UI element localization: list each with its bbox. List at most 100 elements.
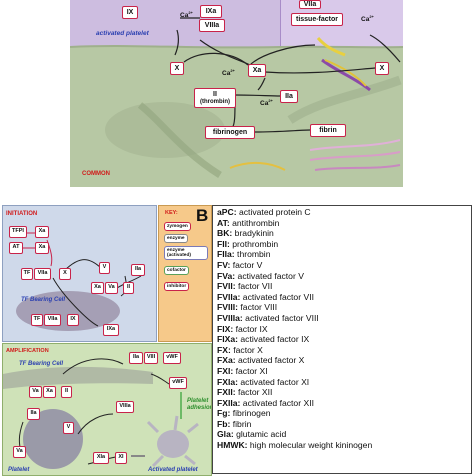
abbreviation-term: FVIIIa: <box>217 312 243 323</box>
init-xa-2: Xa <box>35 242 49 254</box>
abbreviation-term: FXIa: <box>217 376 239 387</box>
init-ii: II <box>123 282 134 294</box>
abbreviation-row: HMWK: high molecular weight kininogen <box>217 440 471 451</box>
abbreviation-row: FXIa: activated factor XI <box>217 377 471 388</box>
key-items: zymogen enzyme enzyme (activated) cofact… <box>164 222 208 302</box>
abbreviation-definition: activated protein C <box>236 207 311 217</box>
abbreviation-term: FVIII: <box>217 302 239 313</box>
abbreviation-definition: activated factor XII <box>240 397 314 408</box>
abbreviation-definition: activated factor X <box>235 355 305 366</box>
fibrin: fibrin <box>310 124 346 137</box>
abbreviation-definition: factor V <box>230 259 263 270</box>
factor-x-left: X <box>170 62 184 75</box>
init-viia: VIIa <box>34 268 51 280</box>
factor-viia: VIIa <box>299 0 321 9</box>
platelet-label: Platelet <box>8 467 30 473</box>
amp-xi: XI <box>115 452 127 464</box>
key-panel: KEY: zymogen enzyme enzyme (activated) c… <box>158 205 212 342</box>
ca-ion-3: Ca2+ <box>222 68 235 78</box>
key-zymogen: zymogen <box>164 222 191 231</box>
amp-viiia: VIIIa <box>116 401 134 413</box>
activated-platelet-label-b: Activated platelet <box>148 467 198 473</box>
amp-viii: VIII <box>144 352 158 364</box>
factor-iia: IIa <box>280 90 298 103</box>
abbreviation-definition: fibrinogen <box>230 408 271 419</box>
panel-b-letter: B <box>196 206 209 225</box>
abbreviation-row: FX: factor X <box>217 345 471 356</box>
amp-iia-2: IIa <box>27 408 40 420</box>
abbreviation-definition: high molecular weight kininogen <box>247 440 373 451</box>
ca-ion-1: Ca2+ <box>180 10 193 20</box>
tissue-factor: tissue-factor <box>291 13 343 26</box>
abbreviation-row: FVIIIa: activated factor VIII <box>217 313 471 324</box>
amp-v: V <box>63 422 74 434</box>
abbreviation-definition: factor XII <box>235 387 273 398</box>
abbreviation-definition: factor XI <box>233 365 268 376</box>
key-enzyme-activated: enzyme (activated) <box>164 246 208 260</box>
initiation-panel: INITIATION TF Bearing Cell TFPI Xa AT Xa… <box>2 205 157 342</box>
abbreviation-term: FXI: <box>217 365 234 376</box>
amp-ii: II <box>61 386 72 398</box>
init-tfpi: TFPI <box>9 226 27 238</box>
abbreviation-term: HMWK: <box>217 440 248 451</box>
platelet-adhesion-label: Platelet adhesion <box>187 398 212 411</box>
ca-ion-2: Ca2+ <box>361 14 374 24</box>
abbreviation-term: FVa: <box>217 270 236 281</box>
abbreviation-row: FIX: factor IX <box>217 324 471 335</box>
abbreviation-definition: activated factor VII <box>240 291 314 302</box>
abbreviation-row: FVa: activated factor V <box>217 271 471 282</box>
fibrinogen: fibrinogen <box>205 126 255 139</box>
abbreviation-definition: antithrombin <box>229 217 280 228</box>
abbreviation-term: FXa: <box>217 355 236 366</box>
abbreviation-definition: activated factor V <box>235 270 304 281</box>
abbreviation-definition: prothrombin <box>229 238 279 249</box>
amplification-label: AMPLIFICATION <box>6 348 49 354</box>
abbreviation-definition: thrombin <box>234 249 271 260</box>
init-viia-2: VIIa <box>44 314 61 326</box>
amp-vwf-2: vWF <box>169 377 187 389</box>
common-section-label: COMMON <box>82 171 110 177</box>
key-inhibitor: inhibitor <box>164 282 190 291</box>
panel-a: activated platelet COMMON IX Ca2+ IXa VI… <box>70 0 403 187</box>
amp-va: Va <box>29 386 42 398</box>
abbreviation-term: AT: <box>217 217 230 228</box>
init-xa-3: Xa <box>91 282 104 294</box>
factor-ii-sub: (thrombin) <box>200 99 230 105</box>
init-x: X <box>59 268 71 280</box>
factor-ixa: IXa <box>200 5 222 18</box>
abbreviation-definition: factor IX <box>233 323 268 334</box>
abbreviation-term: FVIIa: <box>217 291 241 302</box>
amp-va-2: Va <box>13 446 26 458</box>
abbreviation-term: FVII: <box>217 281 236 292</box>
abbreviation-term: FIXa: <box>217 334 239 345</box>
abbreviation-row: aPC: activated protein C <box>217 207 471 218</box>
amp-vwf: vWF <box>163 352 181 364</box>
abbreviation-term: FX: <box>217 344 231 355</box>
init-ix: IX <box>67 314 79 326</box>
abbreviation-term: FIIa: <box>217 249 235 260</box>
abbreviation-term: Fb: <box>217 418 231 429</box>
abbreviation-row: FVIII: factor VIII <box>217 302 471 313</box>
abbreviation-row: FVIIa: activated factor VII <box>217 292 471 303</box>
abbreviation-term: FXII: <box>217 387 236 398</box>
abbreviation-term: FXIIa: <box>217 397 241 408</box>
abbreviation-row: Fb: fibrin <box>217 419 471 430</box>
abbreviation-definition: glutamic acid <box>233 429 287 440</box>
abbreviation-row: FV: factor V <box>217 260 471 271</box>
key-cofactor: cofactor <box>164 266 189 275</box>
abbreviation-definition: fibrin <box>230 418 252 429</box>
key-enzyme: enzyme <box>164 234 188 243</box>
init-at: AT <box>9 242 23 254</box>
init-xa-1: Xa <box>35 226 49 238</box>
key-title: KEY: <box>165 210 178 216</box>
init-va: Va <box>105 282 118 294</box>
abbreviation-definition: factor VII <box>235 281 273 292</box>
abbreviation-row: FXI: factor XI <box>217 366 471 377</box>
factor-ii: II (thrombin) <box>194 88 236 108</box>
abbreviation-term: aPC: <box>217 207 237 217</box>
tf-bearing-cell-label: TF Bearing Cell <box>21 297 66 303</box>
init-v: V <box>99 262 110 274</box>
abbreviation-term: Gla: <box>217 429 234 440</box>
activated-platelet-label: activated platelet <box>96 30 149 37</box>
